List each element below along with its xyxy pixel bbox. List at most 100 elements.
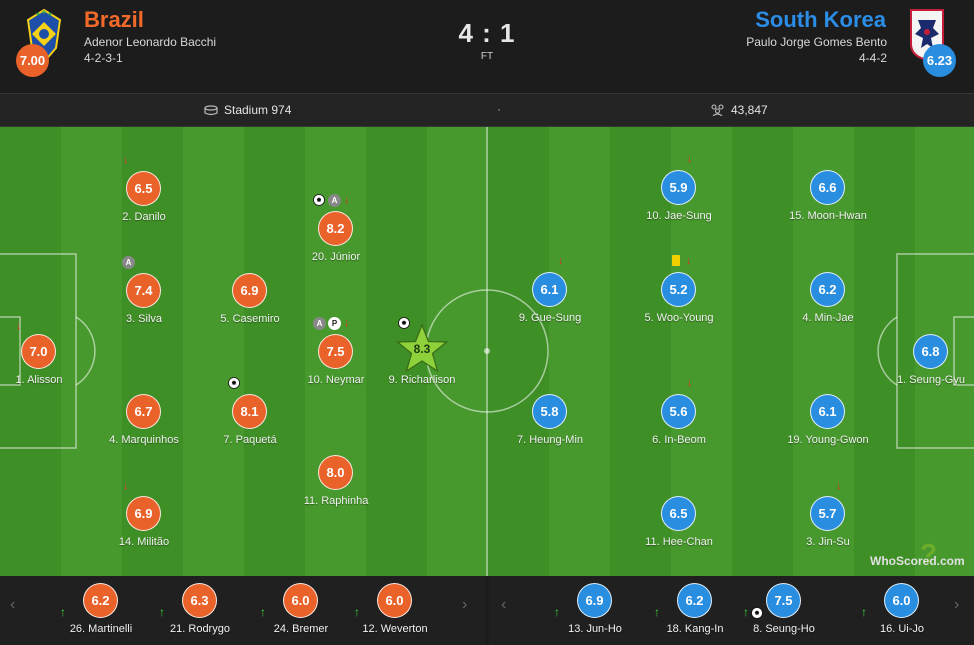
home-formation: 4-2-3-1 [84, 51, 123, 65]
player-rating: 6.0 [283, 583, 318, 618]
match-score: 4 : 1 [458, 18, 516, 48]
player-name: 11. Hee-Chan [645, 536, 713, 548]
home-coach: Adenor Leonardo Bacchi [84, 35, 217, 49]
player-rating: 8.3 [413, 342, 431, 356]
bench-prev-arrow-icon[interactable]: ‹ [501, 596, 507, 613]
home-player[interactable]: 8.1 7. Paquetá [200, 377, 300, 454]
player-rating: 6.9 [232, 273, 267, 308]
sub-on-arrow-icon: ↑ [554, 605, 560, 619]
player-rating: 6.9 [126, 496, 161, 531]
player-rating: 6.0 [884, 583, 919, 618]
player-rating: 7.4 [126, 273, 161, 308]
away-player[interactable]: 6.5 11. Hee-Chan [629, 496, 729, 556]
away-bench: ‹ › ↑ 6.9 13. Jun-Ho ↑ 6.2 18. Kang-In ↑… [489, 576, 974, 645]
penalty-badge-icon: P [328, 317, 341, 330]
player-rating: 6.5 [661, 496, 696, 531]
away-player[interactable]: ↓ 6.1 9. Gue-Sung [500, 255, 600, 332]
goal-ball-icon [751, 607, 763, 619]
player-name: 14. Militão [118, 536, 170, 548]
player-rating: 7.5 [318, 334, 353, 369]
away-player[interactable]: ↓ 5.9 10. Jae-Sung [629, 153, 729, 230]
player-name: 11. Raphinha [303, 495, 369, 507]
assist-badge-icon: A [313, 317, 326, 330]
sub-off-arrow-icon: ↓ [686, 255, 692, 267]
player-name: 4. Min-Jae [802, 312, 854, 324]
stadium-name: Stadium 974 [224, 103, 292, 117]
player-name: 3. Jin-Su [806, 536, 850, 548]
stadium-info: Stadium 974 [204, 103, 291, 117]
player-name: 13. Jun-Ho [568, 623, 622, 635]
sub-on-arrow-icon: ↑ [60, 605, 66, 619]
home-substitute[interactable]: ↑ 6.0 24. Bremer [256, 576, 346, 645]
player-rating: 6.7 [126, 394, 161, 429]
player-name: 6. In-Beom [652, 434, 706, 446]
player-rating: 6.2 [83, 583, 118, 618]
home-player[interactable]: ↓ 6.9 14. Militão [94, 480, 194, 556]
away-team-name[interactable]: South Korea [755, 7, 886, 32]
away-substitute[interactable]: ↑ 6.0 16. Ui-Jo [857, 576, 947, 645]
home-player[interactable]: 6.7 4. Marquinhos [94, 394, 194, 454]
away-player[interactable]: 6.8 1. Seung-Gyu [881, 334, 974, 394]
player-name: 10. Neymar [307, 374, 365, 386]
sub-off-arrow-icon: ↓ [687, 377, 693, 389]
attendance-info: 43,847 [710, 103, 768, 117]
sub-on-arrow-icon: ↑ [354, 605, 360, 619]
player-rating: 5.6 [661, 394, 696, 429]
home-substitute[interactable]: ↑ 6.0 12. Weverton [350, 576, 440, 645]
sub-off-arrow-icon: ↓ [344, 317, 350, 329]
sub-on-arrow-icon: ↑ [743, 605, 749, 619]
player-name: 24. Bremer [273, 623, 329, 635]
player-rating: 5.9 [661, 170, 696, 205]
sub-on-arrow-icon: ↑ [159, 605, 165, 619]
sub-on-arrow-icon: ↑ [260, 605, 266, 619]
away-player[interactable]: 5.8 7. Heung-Min [500, 394, 600, 454]
home-player[interactable]: A P ↓ 7.5 10. Neymar [286, 317, 386, 394]
home-player[interactable]: 6.9 5. Casemiro [200, 273, 300, 333]
bench-next-arrow-icon[interactable]: › [462, 596, 468, 613]
away-player[interactable]: ↓ 5.7 3. Jin-Su [778, 480, 878, 556]
assist-badge-icon: A [328, 194, 341, 207]
player-name: 2. Danilo [122, 211, 166, 223]
player-name: 20. Júnior [311, 251, 361, 263]
home-player[interactable]: A ↓ 8.2 20. Júnior [286, 194, 386, 271]
stadium-icon [204, 104, 218, 115]
player-name: 7. Paquetá [223, 434, 277, 446]
player-name: 5. Woo-Young [644, 312, 714, 324]
player-rating: 8.2 [318, 211, 353, 246]
player-rating: 6.9 [577, 583, 612, 618]
captain-badge-icon: A [122, 256, 135, 269]
player-rating: 7.5 [766, 583, 801, 618]
away-player[interactable]: 6.1 19. Young-Gwon [778, 394, 878, 454]
player-rating: 5.2 [661, 272, 696, 307]
bench-prev-arrow-icon[interactable]: ‹ [10, 596, 16, 613]
home-player[interactable]: A 7.4 3. Silva [94, 256, 194, 333]
player-name: 26. Martinelli [69, 623, 133, 635]
away-player[interactable]: ↓ 5.6 6. In-Beom [629, 377, 729, 454]
away-substitute[interactable]: ↑ 6.2 18. Kang-In [650, 576, 740, 645]
away-player[interactable]: ↓ 5.2 5. Woo-Young [629, 255, 729, 332]
man-of-the-match-star-icon [396, 324, 448, 373]
away-substitute[interactable]: ↑ 7.5 8. Seung-Ho [739, 576, 829, 645]
match-info-bar: Stadium 974 · 43,847 [0, 93, 974, 127]
away-player[interactable]: 6.6 15. Moon-Hwan [778, 170, 878, 230]
player-name: 19. Young-Gwon [787, 434, 869, 446]
goal-ball-icon [228, 377, 240, 389]
bench-next-arrow-icon[interactable]: › [954, 596, 960, 613]
home-player[interactable]: ↓ 6.5 2. Danilo [94, 154, 194, 231]
sub-off-arrow-icon: ↓ [123, 480, 129, 492]
home-player[interactable]: ↓ 7.0 1. Alisson [0, 320, 89, 394]
attendance-icon [711, 104, 724, 116]
whoscored-question-icon: ? [920, 538, 938, 569]
match-header: 7.00 Brazil Adenor Leonardo Bacchi 4-2-3… [0, 0, 974, 93]
away-substitute[interactable]: ↑ 6.9 13. Jun-Ho [550, 576, 640, 645]
home-player-man-of-the-match[interactable]: 8.3 9. Richarlison [372, 317, 472, 394]
player-rating: 5.8 [532, 394, 567, 429]
home-team-name[interactable]: Brazil [84, 7, 144, 32]
home-substitute[interactable]: ↑ 6.2 26. Martinelli [56, 576, 146, 645]
home-player[interactable]: 8.0 11. Raphinha [286, 455, 386, 515]
home-substitute[interactable]: ↑ 6.3 21. Rodrygo [155, 576, 245, 645]
pitch: ↓ 7.0 1. Alisson ↓ 6.5 2. Danilo A 7.4 3… [0, 127, 974, 576]
player-name: 9. Gue-Sung [518, 312, 582, 324]
away-player[interactable]: 6.2 4. Min-Jae [778, 272, 878, 332]
player-name: 12. Weverton [362, 623, 428, 635]
